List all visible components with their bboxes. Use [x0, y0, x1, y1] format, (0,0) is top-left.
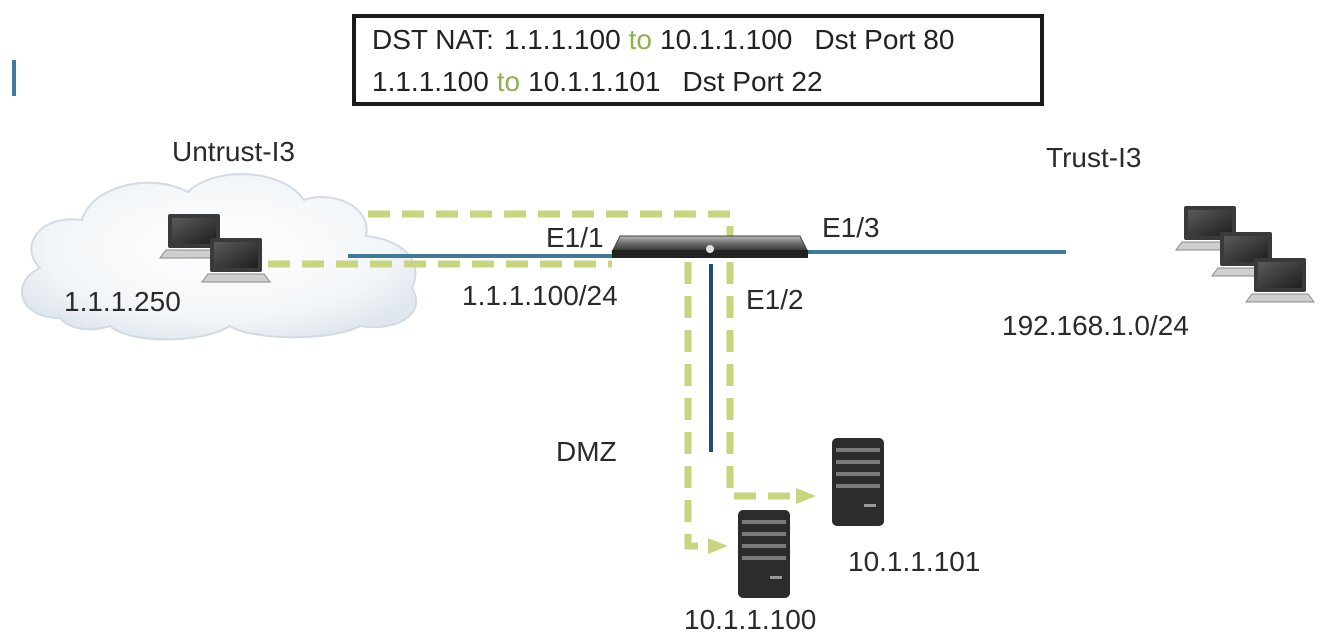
ssh-server-address: 10.1.1.101 [848, 546, 981, 577]
nat-src: 1.1.1.100 [372, 66, 489, 97]
interface-label-e1-1: E1/1 [546, 222, 604, 253]
nat-port: Dst Port 80 [814, 24, 955, 55]
interface-label-e1-2: E1/2 [746, 284, 804, 315]
nat-prefix: DST NAT: [372, 24, 494, 55]
zone-label-dmz: DMZ [556, 436, 617, 467]
interface-label-e1-3: E1/3 [822, 212, 880, 243]
nat-to: to [496, 66, 521, 97]
edge-marker [12, 60, 16, 96]
client-address: 1.1.1.250 [64, 286, 181, 317]
laptop-icon [201, 237, 271, 283]
nat-src: 1.1.1.100 [503, 24, 621, 55]
nat-dst: 10.1.1.101 [528, 66, 661, 97]
trust-network-address: 192.168.1.0/24 [1002, 310, 1189, 341]
server-icon [832, 438, 884, 526]
firewall-address: 1.1.1.100/24 [462, 280, 618, 311]
arrow-to-ssh-server [796, 488, 816, 504]
web-server-address: 10.1.1.100 [684, 604, 817, 635]
laptop-icon [1245, 257, 1315, 303]
nat-path [268, 210, 798, 550]
nat-port: Dst Port 22 [682, 66, 823, 97]
nat-to: to [628, 24, 653, 55]
nat-dst: 10.1.1.100 [660, 24, 793, 55]
zone-label-trust: Trust-I3 [1046, 142, 1142, 173]
firewall-icon [611, 235, 809, 258]
arrow-to-web-server [708, 538, 728, 554]
zone-label-untrust: Untrust-I3 [172, 136, 295, 167]
server-icon [738, 510, 790, 598]
